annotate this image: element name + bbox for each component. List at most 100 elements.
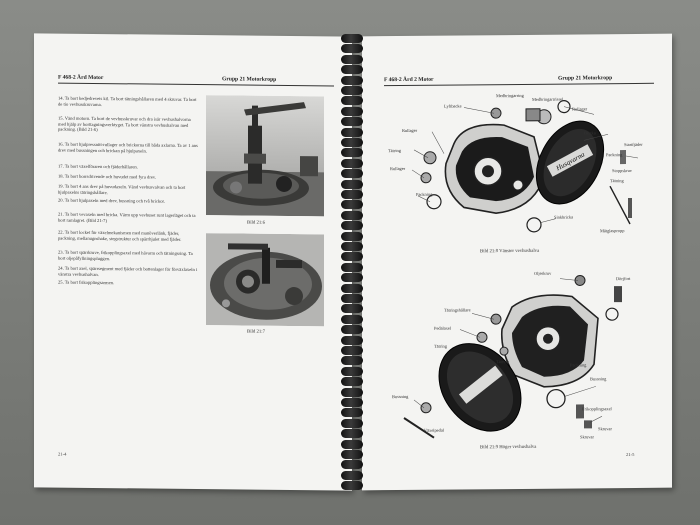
left-page-number: 21-4 [58, 451, 67, 457]
binding-ring [341, 96, 363, 106]
binding-ring [341, 418, 363, 428]
figure-caption-21-8: Bild 21:8 Vänster vevhushalva [480, 248, 540, 255]
binding-ring [341, 169, 363, 179]
binding-ring [341, 221, 363, 231]
instruction-step: 22. Ta bort locket för växelmekanismen m… [58, 229, 182, 242]
binding-ring [341, 127, 363, 137]
binding-ring [341, 86, 363, 95]
instruction-step: 17. Ta bort växelföraren och fjäderhålla… [58, 163, 138, 170]
diagram-callout-label: Rullager [402, 127, 418, 134]
binding-ring [341, 325, 363, 335]
binding-ring [341, 346, 363, 355]
engine-photo-bottom [206, 233, 324, 327]
diagram-callout-label: Dörjfort [616, 276, 631, 282]
binding-ring [341, 460, 363, 470]
diagram-callout-label: Medbringarring [496, 92, 524, 99]
diagram-callout-label: Bricka [584, 130, 596, 136]
binding-ring [341, 377, 363, 387]
left-page: F 468-2 Ård Motor Grupp 21 Motorkropp 14… [34, 33, 352, 491]
binding-ring [341, 450, 363, 459]
binding-ring [341, 356, 363, 366]
binding-ring [341, 439, 363, 449]
diagram-callout-label: Packning [416, 191, 433, 197]
binding-ring [341, 387, 363, 397]
figure-caption-21-6: Bild 21:6 [247, 220, 265, 226]
binding-ring [341, 304, 363, 314]
left-header-rule [58, 82, 334, 87]
instruction-step: 20. Ta bort hjulpaxeln med drev, bussnin… [58, 197, 165, 204]
figure-caption-21-9: Bild 21:9 Höger vevhushalva [480, 444, 537, 451]
binding-ring [341, 179, 363, 189]
diagram-callout-label: Mätglaspropp [600, 228, 625, 234]
binding-ring [341, 242, 363, 251]
binding-ring [341, 314, 363, 324]
binding-ring [341, 398, 363, 407]
binding-ring [341, 273, 363, 283]
left-header-group: Grupp 21 Motorkropp [222, 76, 277, 83]
right-header-group: Grupp 21 Motorkropp [558, 75, 613, 82]
instruction-step: 19. Ta bort 4 ans drev på huvudaxeln. Vä… [58, 183, 186, 195]
binding-ring [341, 252, 363, 262]
diagram-callout-label: Pedalaxel [434, 325, 452, 331]
diagram-callout-label: Rullager [572, 106, 588, 112]
diagram-callout-label: Bussning [590, 376, 607, 382]
binding-ring [341, 54, 363, 64]
diagram-callout-label: Skruvar [598, 426, 612, 432]
diagram-callout-label: Startfjäder [624, 141, 643, 148]
instruction-step: 18. Ta bort borrsdrivende och huvudet me… [58, 173, 157, 180]
diagram-callout-label: Oljeskruv [534, 270, 552, 276]
instruction-step: 24. Ta bort axel, spärrsegment med fjäde… [58, 265, 198, 277]
binding-ring [341, 231, 363, 241]
binding-ring [341, 65, 363, 75]
binding-ring [341, 366, 363, 376]
diagram-callout-label: Bussning [392, 393, 409, 400]
binding-ring [341, 117, 363, 127]
binding-ring [341, 481, 363, 491]
binding-ring [341, 335, 363, 345]
right-page: F 468-2 Ård 2 Motor Grupp 21 Motorkropp [362, 33, 672, 491]
binding-ring [341, 75, 363, 85]
diagram-callout-label: Tätring [388, 148, 401, 154]
instruction-step: 23. Ta bort spärrkruve, frikopplingsaxel… [58, 249, 193, 261]
binding-ring [341, 148, 363, 158]
binding-ring [341, 34, 363, 43]
binding-ring [341, 262, 363, 272]
binding-ring [341, 470, 363, 480]
diagram-callout-label: Växelpedal [424, 427, 444, 433]
binding-ring [341, 283, 363, 293]
figure-caption-21-7: Bild 21:7 [247, 329, 265, 335]
binding-ring [341, 190, 363, 199]
right-header-rule [384, 82, 654, 87]
spiral-binding [336, 30, 368, 496]
right-header-title: F 468-2 Ård 2 Motor [384, 76, 434, 84]
diagram-callout-label: Packning [570, 362, 587, 368]
right-page-number: 21-5 [626, 451, 635, 458]
diagram-callout-label: Lyftbacke [444, 103, 462, 109]
engine-photo-top [206, 95, 324, 217]
binding-ring [341, 106, 363, 116]
binding-ring [341, 200, 363, 210]
binding-ring [341, 429, 363, 439]
left-steps-list: 14. Ta bort kedjedrevets kil. Ta bort tä… [34, 33, 352, 286]
instruction-step: 15. Vänd motorn. Ta bort de vevhusskruva… [58, 115, 191, 133]
diagram-callout-label: Frikopplingsaxel [582, 406, 612, 412]
instruction-step: 25. Ta bort frikopplingsarmen. [58, 279, 115, 286]
diagram-callout-label: Rullager [390, 165, 406, 172]
diagram-callout-label: Tätning [610, 178, 624, 184]
binding-ring [341, 408, 363, 418]
instruction-step: 21. Ta bort vevaxeln med bricka. Värm up… [58, 211, 196, 223]
binding-ring [341, 294, 363, 303]
diagram-callout-label: Sinkbricka [554, 214, 574, 220]
instruction-step: 16. Ta bort hjulpressnitt-rullager och b… [58, 141, 198, 154]
binding-ring [341, 158, 363, 168]
diagram-callout-label: Tätringshållare [444, 307, 471, 313]
binding-ring [341, 210, 363, 220]
diagram-callout-label: Stoppskruv [612, 167, 633, 174]
binding-ring [341, 138, 363, 147]
diagram-callout-label: Medbringartrissel [532, 96, 564, 102]
diagram-callout-label: Tätring [496, 359, 509, 365]
